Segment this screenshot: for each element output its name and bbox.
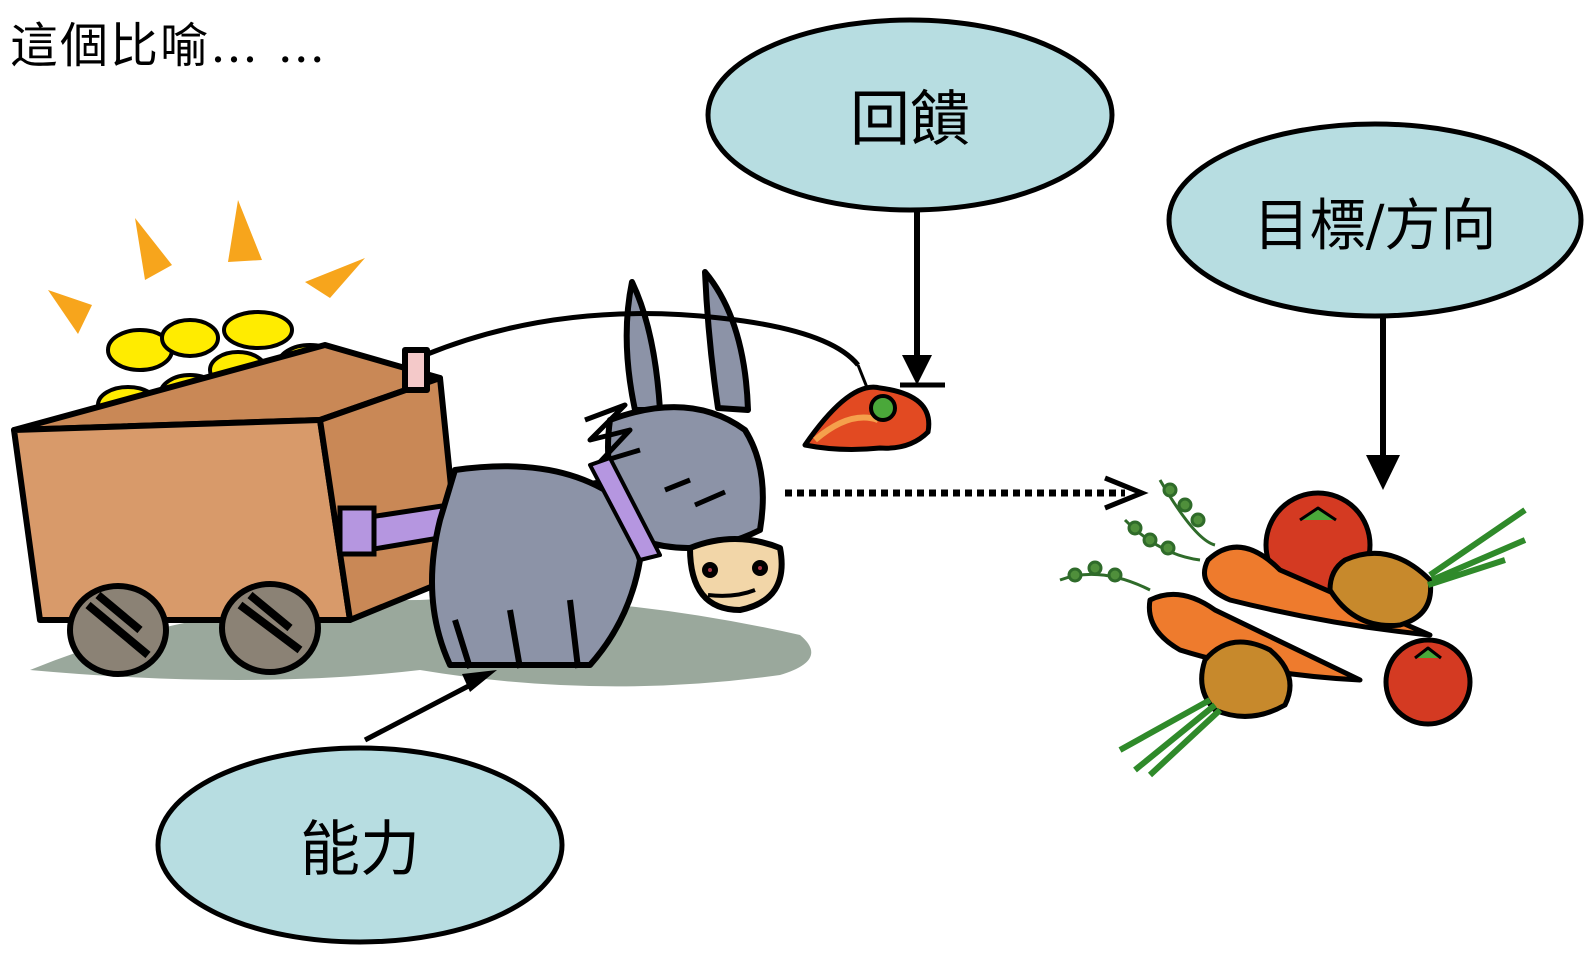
feedback-label: 回饋 [850, 85, 970, 155]
direction-arrow [785, 475, 1149, 511]
goal-label: 目標/方向 [1254, 194, 1497, 259]
ability-bubble: 能力 [155, 745, 565, 945]
goal-arrow [1366, 315, 1400, 490]
feedback-bubble: 回饋 [705, 17, 1115, 213]
goal-bubble: 目標/方向 [1166, 121, 1584, 319]
caption-text: 這個比喻… … [10, 18, 328, 74]
ability-arrow [363, 670, 497, 743]
carrot-on-stick-icon [424, 311, 945, 452]
donkey-icon [429, 269, 785, 669]
vegetable-pile-icon [1059, 479, 1527, 778]
feedback-arrow [902, 210, 932, 385]
coin-cart-icon [11, 310, 463, 677]
ability-label: 能力 [300, 815, 420, 885]
sparkle-icon [48, 200, 365, 334]
